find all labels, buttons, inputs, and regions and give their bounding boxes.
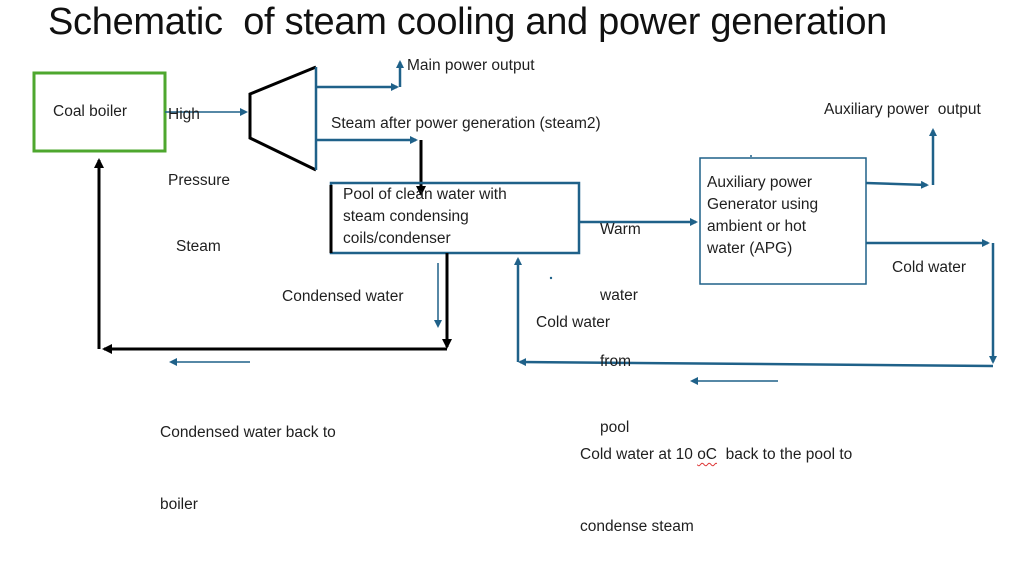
high-pressure-steam-label: High Pressure Steam: [168, 106, 231, 255]
turbine-shape: [248, 65, 317, 172]
condensed-water-label: Condensed water: [282, 288, 404, 305]
spellcheck-word: oC: [697, 446, 718, 463]
apg-box: [699, 157, 867, 285]
pool-box-text: Pool of clean water with steam condensin…: [343, 184, 507, 250]
cold-water-left-label: Cold water: [536, 314, 611, 331]
stray-dot: [549, 276, 553, 280]
page-title: Schematic of steam cooling and power gen…: [48, 1, 887, 43]
cold-back-label: Cold water at 10 oC back to the pool to …: [580, 446, 853, 535]
coal-boiler-label: Coal boiler: [53, 103, 128, 120]
pool-text-line: coils/condenser: [343, 230, 451, 247]
stray-dot: [750, 155, 752, 157]
condensed-back-label: Condensed water back to boiler: [160, 424, 336, 513]
cold-water-right-label: Cold water: [892, 259, 967, 276]
aux-power-output-label: Auxiliary power output: [824, 101, 981, 118]
pool-text-line: steam condensing: [343, 208, 469, 225]
apg-text-line: Auxiliary power: [707, 174, 813, 191]
pool-text-line: Pool of clean water with: [343, 186, 507, 203]
cold-water-return-line: [518, 358, 994, 368]
schematic-diagram: [32, 60, 997, 385]
apg-text-line: ambient or hot: [707, 218, 807, 235]
apg-box-text: Auxiliary power Generator using ambient …: [707, 172, 818, 260]
warm-water-label: Warm water from pool: [600, 221, 641, 436]
aux-power-output-arrow: [865, 180, 929, 189]
apg-text-line: Generator using: [707, 196, 819, 213]
main-power-output-label: Main power output: [407, 57, 535, 74]
steam2-label: Steam after power generation (steam2): [331, 115, 601, 132]
apg-text-line: water (APG): [707, 240, 793, 257]
